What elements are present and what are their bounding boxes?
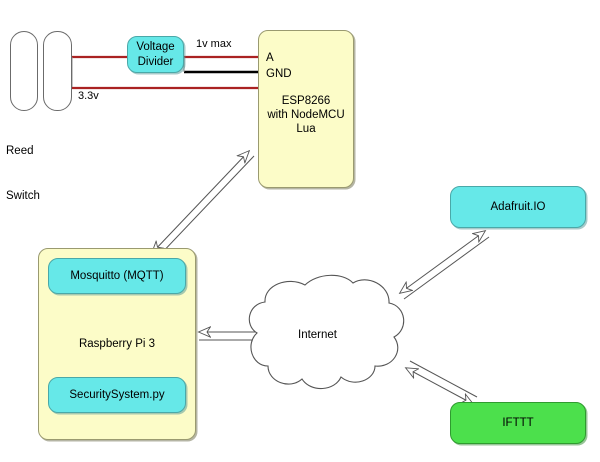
adafruit-io-node[interactable]: Adafruit.IO (450, 186, 586, 228)
adafruit-io-label: Adafruit.IO (490, 200, 546, 213)
voltage-divider-node[interactable]: Voltage Divider (127, 36, 184, 73)
reed-switch-label: Reed Switch (6, 114, 40, 234)
esp8266-title-line2: with NodeMCU (267, 109, 345, 121)
ifttt-node[interactable]: IFTTT (450, 402, 586, 444)
reed-switch-bar-right[interactable] (43, 31, 72, 111)
arrow-internet-to-adafruit (400, 231, 485, 293)
esp8266-pin-gnd-label: GND (266, 68, 292, 80)
arrow-internet-to-ifttt (406, 368, 473, 404)
voltage-divider-label-line2: Divider (137, 55, 174, 68)
internet-cloud-label[interactable]: Internet (298, 329, 337, 341)
reed-switch-bar-left[interactable] (10, 31, 38, 111)
arrow-esp-to-mosquitto-shaft2 (156, 155, 255, 259)
security-system-py-node[interactable]: SecuritySystem.py (48, 377, 186, 413)
esp8266-pin-a-label: A (266, 52, 274, 64)
esp8266-title-line3: Lua (296, 123, 316, 135)
ifttt-label: IFTTT (502, 416, 534, 429)
raspberry-pi-label: Raspberry Pi 3 (78, 337, 156, 350)
voltage-divider-label-line1: Voltage (136, 41, 175, 54)
mosquitto-node[interactable]: Mosquitto (MQTT) (48, 258, 186, 294)
esp8266-title-line1: ESP8266 (281, 95, 331, 107)
wire-label-1v-max: 1v max (196, 38, 232, 50)
mosquitto-label: Mosquitto (MQTT) (70, 269, 164, 282)
arrow-esp-to-mosquitto (152, 151, 249, 253)
reed-switch-label-line2: Switch (6, 189, 40, 202)
wire-label-3v3: 3.3v (78, 90, 99, 102)
esp8266-node[interactable]: A GND ESP8266 with NodeMCU Lua (258, 30, 354, 188)
reed-switch-label-line1: Reed (6, 144, 34, 157)
security-system-py-label: SecuritySystem.py (69, 388, 165, 401)
arrow-internet-to-adafruit-shaft2 (403, 236, 490, 300)
internet-cloud-shape (248, 274, 405, 390)
arrow-internet-to-ifttt-shaft2 (409, 360, 478, 398)
